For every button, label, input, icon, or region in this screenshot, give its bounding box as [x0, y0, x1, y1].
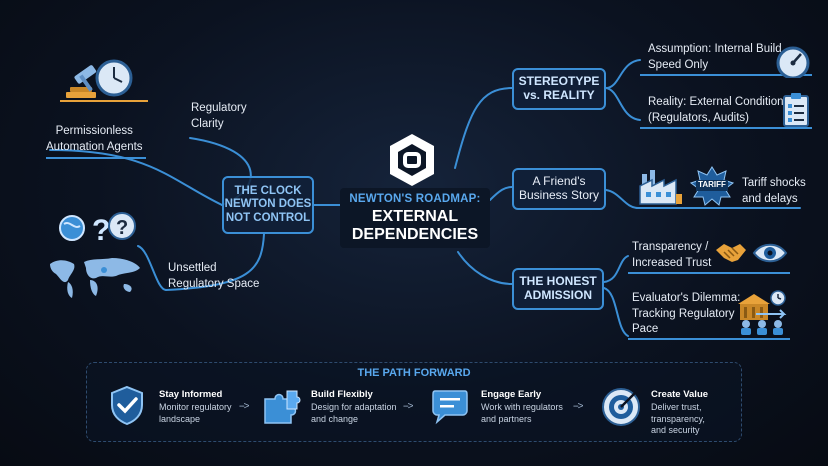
assumption-underline	[640, 74, 812, 76]
factory-icon	[638, 168, 684, 206]
newton-logo-icon	[386, 132, 438, 188]
path-step-engage-early: Engage Early Work with regulators and pa…	[481, 389, 563, 424]
evaluators-building-icon	[734, 290, 792, 336]
path-step-stay-informed: Stay Informed Monitor regulatory landsca…	[159, 389, 232, 424]
leaf-evaluators-dilemma: Evaluator's Dilemma: Tracking Regulatory…	[632, 292, 741, 336]
node-honest-admission[interactable]: THE HONEST ADMISSION	[512, 268, 604, 310]
transparency-underline	[628, 272, 790, 274]
path-step-create-value: Create Value Deliver trust, transparency…	[651, 389, 709, 436]
leaf-transparency-trust: Transparency / Increased Trust	[632, 241, 712, 269]
path-arrow-1: -->	[239, 401, 249, 412]
dilemma-underline	[628, 338, 790, 340]
permissionless-underline	[46, 157, 146, 159]
leaf-tariff-shocks: Tariff shocks and delays	[742, 177, 806, 205]
eye-icon	[752, 242, 788, 264]
handshake-icon	[714, 240, 748, 266]
leaf-assumption-internal-build: Assumption: Internal Build Speed Only	[648, 43, 782, 71]
path-arrow-3: -->	[573, 401, 583, 412]
reality-underline	[640, 127, 812, 129]
node-clock-newton-does-not-control[interactable]: THE CLOCK NEWTON DOES NOT CONTROL	[222, 176, 314, 234]
world-map-icon	[46, 252, 142, 300]
center-title: EXTERNAL DEPENDENCIES	[351, 208, 479, 244]
path-arrow-2: -->	[403, 401, 413, 412]
path-step-build-flexibly: Build Flexibly Design for adaptation and…	[311, 389, 397, 424]
speedometer-icon	[774, 44, 812, 80]
shield-check-icon	[109, 385, 145, 426]
leaf-unsettled-regulatory-space: Unsettled Regulatory Space	[168, 262, 260, 290]
leaf-regulatory-clarity: Regulatory Clarity	[191, 102, 247, 130]
tariff-badge-icon: TARIFF	[689, 166, 735, 206]
svg-text:?: ?	[92, 214, 110, 247]
target-icon	[601, 385, 643, 427]
center-node[interactable]: NEWTON'S ROADMAP: EXTERNAL DEPENDENCIES	[340, 188, 490, 248]
leaf-reality-external-conditions: Reality: External Conditions (Regulators…	[648, 96, 790, 124]
path-forward-title: THE PATH FORWARD	[357, 367, 471, 379]
puzzle-icon	[261, 389, 301, 425]
clipboard-checklist-icon	[782, 92, 810, 128]
leaf-permissionless-agents: Permissionless Automation Agents	[46, 125, 143, 153]
gavel-underline	[60, 100, 148, 102]
chat-bubble-icon	[431, 387, 469, 425]
globe-question-icon: ? ?	[58, 208, 138, 248]
svg-text:?: ?	[116, 217, 128, 239]
path-forward-panel: THE PATH FORWARD Stay Informed Monitor r…	[86, 362, 742, 442]
tariff-badge-label: TARIFF	[698, 180, 726, 189]
node-friends-business-story[interactable]: A Friend's Business Story	[512, 168, 606, 210]
gavel-clock-icon	[60, 58, 140, 104]
node-stereotype-vs-reality[interactable]: STEREOTYPE vs. REALITY	[512, 68, 606, 110]
center-subtitle: NEWTON'S ROADMAP:	[349, 193, 481, 205]
